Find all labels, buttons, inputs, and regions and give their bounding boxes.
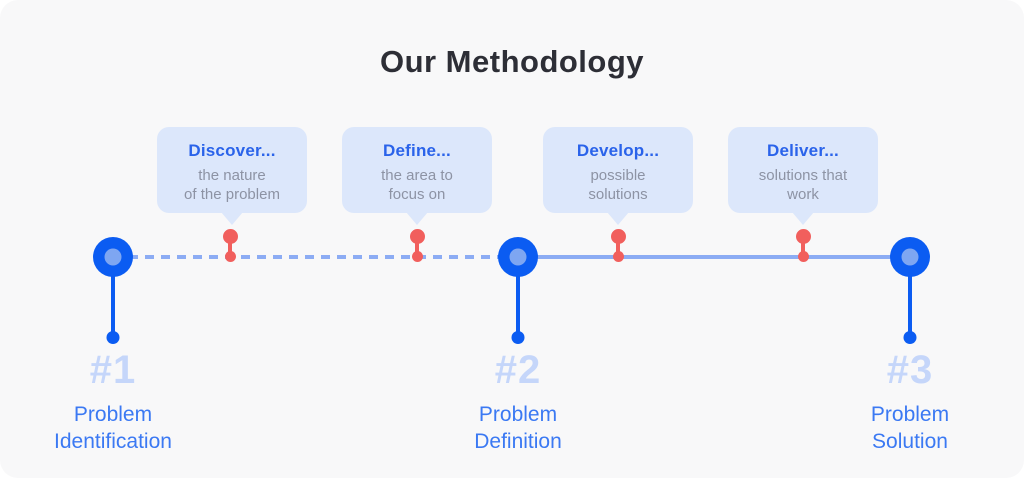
marker-define-icon	[409, 229, 425, 265]
marker-deliver-icon	[795, 229, 811, 265]
timeline-dashed-segment	[113, 255, 518, 259]
timeline-node-1	[93, 237, 133, 277]
milestone-label: Problem Definition	[474, 403, 562, 454]
milestone-2: #2 Problem Definition	[408, 348, 628, 456]
callout-body: possible solutions	[588, 167, 648, 204]
timeline-node-2	[498, 237, 538, 277]
milestone-number: #2	[494, 348, 542, 392]
callout-body: the nature of the problem	[184, 167, 280, 204]
marker-develop-icon	[610, 229, 626, 265]
timeline-node-3	[890, 237, 930, 277]
milestone-label: Problem Solution	[870, 403, 950, 454]
milestone-number: #3	[886, 348, 934, 392]
page-title: Our Methodology	[379, 44, 645, 79]
callout-heading: Deliver...	[767, 141, 839, 160]
timeline-solid-segment	[518, 255, 910, 259]
callout-develop: Develop... possible solutions	[543, 127, 693, 213]
milestone-1: #1 Problem Identification	[3, 348, 223, 456]
milestone-number: #1	[89, 348, 137, 392]
callout-define: Define... the area to focus on	[342, 127, 492, 213]
callout-deliver: Deliver... solutions that work	[728, 127, 878, 213]
callout-body: solutions that work	[758, 167, 848, 204]
marker-discover-icon	[222, 229, 238, 265]
callout-body: the area to focus on	[381, 167, 453, 204]
callout-heading: Define...	[383, 141, 451, 160]
milestone-3: #3 Problem Solution	[800, 348, 1020, 456]
node-stem-2	[516, 265, 520, 333]
node-stem-1	[111, 265, 115, 333]
callout-heading: Develop...	[576, 141, 660, 160]
callout-heading: Discover...	[188, 141, 276, 160]
callout-discover: Discover... the nature of the problem	[157, 127, 307, 213]
node-stem-3	[908, 265, 912, 333]
milestone-label: Problem Identification	[54, 403, 172, 454]
